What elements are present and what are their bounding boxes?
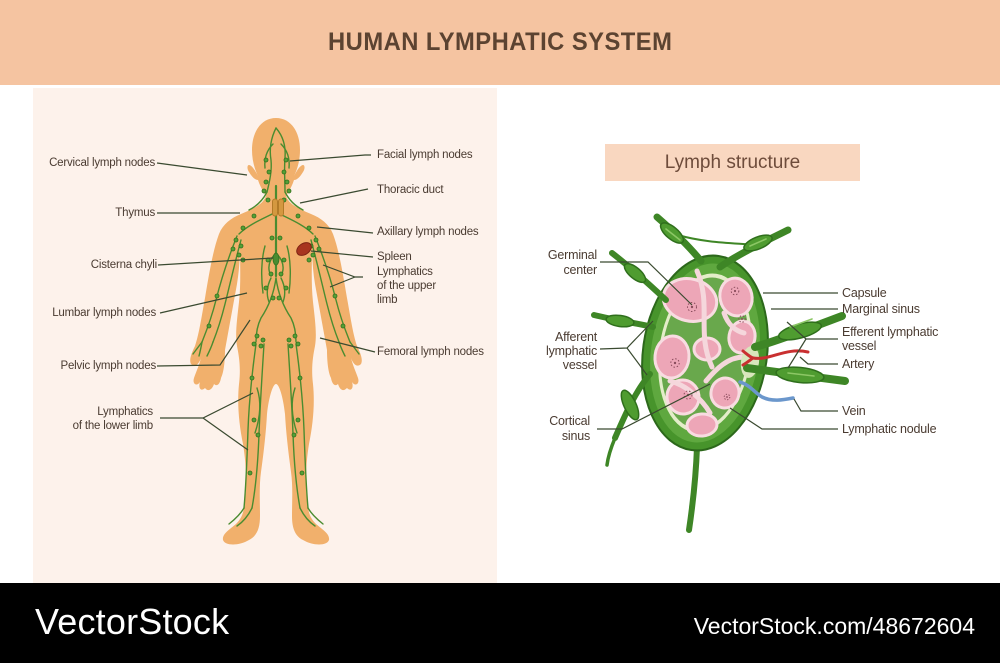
thymus-shape [272,198,284,217]
lymph-leader-lines [597,261,838,430]
body-silhouette [190,118,362,545]
node-vessels [591,213,849,467]
label-cisterna-chyli: Cisterna chyli [90,259,157,271]
artery-line [741,349,810,367]
label-afferent-lymphatic-vessel: Afferent lymphatic vessel [546,330,597,372]
lymph-node-dots [206,157,346,476]
lymph-structure-title-box: Lymph structure [605,144,860,181]
body-illustration [156,118,376,545]
spleen-shape [296,242,312,256]
label-thymus: Thymus [115,207,155,219]
lymph-node-illustration [591,213,849,533]
vectorstock-url: VectorStock.com/48672604 [693,613,975,639]
label-facial-lymph-nodes: Facial lymph nodes [377,149,473,161]
label-capsule: Capsule [842,286,887,300]
label-germinal-center: Germinal center [547,248,597,277]
vein-line [738,380,795,402]
label-lymphatic-nodule: Lymphatic nodule [842,422,937,436]
label-pelvic-lymph-nodes: Pelvic lymph nodes [60,360,157,372]
label-axillary-lymph-nodes: Axillary lymph nodes [377,226,479,238]
label-artery: Artery [842,357,875,371]
header-bar: HUMAN LYMPHATIC SYSTEM [0,0,1000,85]
germinal-centers [670,286,746,401]
label-vein: Vein [842,404,866,418]
lymph-structure-title: Lymph structure [664,151,801,173]
page-title: HUMAN LYMPHATIC SYSTEM [327,28,673,56]
vectorstock-logo: VectorStock [35,601,230,642]
label-lymphatics-upper-limb: Lymphatics of the upper limb [377,266,436,306]
label-femoral-lymph-nodes: Femoral lymph nodes [377,346,484,358]
body-leader-lines [156,154,376,451]
label-cortical-sinus: Cortical sinus [549,414,590,443]
label-lymphatics-lower-limb: Lymphatics of the lower limb [72,406,154,432]
label-marginal-sinus: Marginal sinus [842,302,920,316]
label-lumbar-lymph-nodes: Lumbar lymph nodes [52,307,156,319]
cisterna-chyli-shape [272,252,280,266]
label-efferent-lymphatic-vessel: Efferent lymphatic vessel [842,325,939,353]
watermark-bar [0,583,1000,663]
label-cervical-lymph-nodes: Cervical lymph nodes [49,157,155,169]
label-thoracic-duct: Thoracic duct [377,184,444,196]
label-spleen: Spleen [377,251,412,263]
